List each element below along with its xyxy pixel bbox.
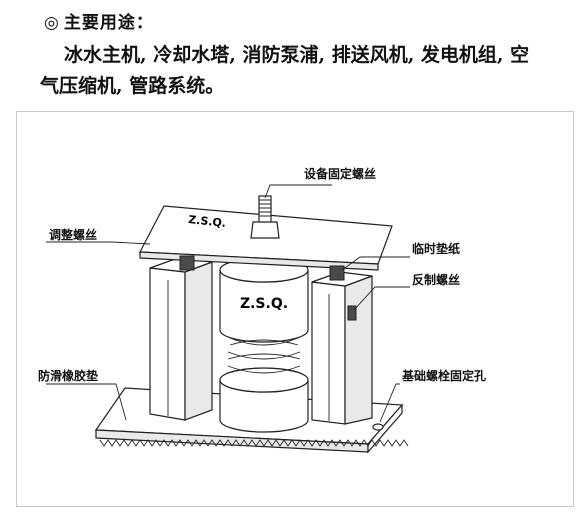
- label-base-hole: 基础螺栓固定孔: [401, 368, 486, 383]
- label-reverse-screw: 反制螺丝: [412, 272, 460, 287]
- reverse-nut: [347, 305, 357, 321]
- heading-text: 主要用途：: [63, 13, 154, 33]
- label-temp-paper: 临时垫纸: [412, 241, 460, 256]
- body-marking: Z.S.Q.: [240, 296, 288, 312]
- right-post: [311, 271, 373, 425]
- section-heading: ◎主要用途：: [44, 8, 154, 33]
- leader-lines: [46, 184, 410, 423]
- diagram-frame: [16, 111, 574, 507]
- usage-description: 冰水主机, 冷却水塔, 消防泵浦, 排送风机, 发电机组, 空气压缩机, 管路系…: [40, 40, 540, 102]
- adjust-bolts: [179, 255, 345, 281]
- equipment-bolt: [250, 195, 280, 239]
- usage-text: 冰水主机, 冷却水塔, 消防泵浦, 排送风机, 发电机组, 空气压缩机, 管路系…: [40, 44, 530, 97]
- left-post: [149, 257, 213, 421]
- double-circle-icon: ◎: [44, 13, 60, 33]
- top-marking: Z.S.Q.: [188, 213, 227, 230]
- label-equipment-screw: 设备固定螺丝: [304, 166, 376, 181]
- bolt-hole-right: [372, 423, 384, 431]
- label-rubber-pad: 防滑橡胶垫: [38, 368, 98, 383]
- spring-housing: Z.S.Q.: [219, 257, 309, 433]
- label-adjust-screw: 调整螺丝: [49, 227, 97, 242]
